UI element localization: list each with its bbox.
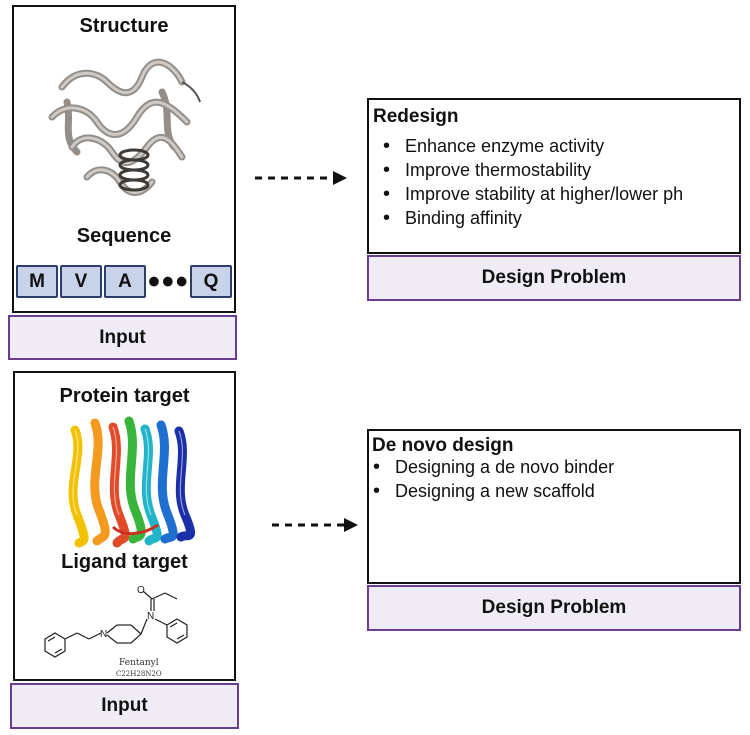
sequence-heading: Sequence — [76, 225, 172, 247]
fentanyl-atom-n-amide: N — [147, 611, 154, 622]
molecule-formula: C22H28N2O — [116, 670, 162, 678]
list-item: Designing a de novo binder — [369, 455, 614, 479]
fentanyl-atom-o: O — [137, 585, 145, 596]
dashed-arrow-icon — [272, 518, 358, 532]
bottom-design-problem-label: Design Problem — [367, 585, 741, 631]
structure-heading: Structure — [79, 15, 169, 37]
top-design-problem-label: Design Problem — [367, 255, 741, 301]
top-input-label: Input — [8, 315, 237, 360]
membrane-protein-helices-icon — [68, 416, 196, 548]
fentanyl-molecule-icon: O N N Fentanyl C22H28N2O — [44, 585, 188, 678]
de-novo-design-title: De novo design — [372, 435, 514, 456]
ligand-target-heading: Ligand target — [61, 551, 188, 573]
sequence-residue-v: V — [60, 265, 102, 298]
list-item: Enhance enzyme activity — [379, 134, 683, 158]
redesign-title: Redesign — [373, 106, 459, 127]
bottom-design-panel: De novo design Designing a de novo binde… — [367, 429, 741, 584]
molecule-name: Fentanyl — [119, 658, 159, 668]
fentanyl-atom-n-ring: N — [100, 629, 107, 640]
protein-structure-ribbon-icon — [48, 58, 201, 196]
de-novo-list: Designing a de novo binder Designing a n… — [369, 455, 614, 503]
redesign-list: Enhance enzyme activity Improve thermost… — [379, 134, 683, 230]
sequence-residue-a: A — [104, 265, 146, 298]
list-item: Binding affinity — [379, 206, 683, 230]
dashed-arrow-icon — [255, 171, 347, 185]
top-design-panel: Redesign Enhance enzyme activity Improve… — [367, 98, 741, 254]
sequence-residue-m: M — [16, 265, 58, 298]
sequence-residue-q: Q — [190, 265, 232, 298]
list-item: Designing a new scaffold — [369, 479, 614, 503]
protein-target-heading: Protein target — [59, 385, 190, 407]
top-input-box: Structure Sequence M V A ••• Q — [12, 5, 236, 313]
list-item: Improve stability at higher/lower ph — [379, 182, 683, 206]
sequence-ellipsis: ••• — [148, 263, 190, 301]
list-item: Improve thermostability — [379, 158, 683, 182]
bottom-input-box: Protein target Ligand target — [13, 371, 236, 681]
bottom-input-label: Input — [10, 683, 239, 729]
